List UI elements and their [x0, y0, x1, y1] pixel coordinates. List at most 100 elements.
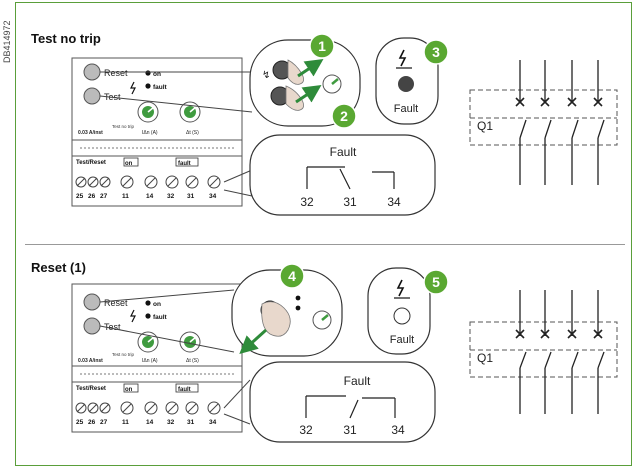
on-led — [295, 295, 301, 301]
contact-terminal-34: 34 — [387, 195, 401, 209]
finger-icon — [285, 85, 304, 111]
terminal-11: 11 — [122, 419, 129, 426]
terminal-group-on: on — [125, 387, 133, 393]
callout-line — [99, 325, 235, 353]
fault-led-label: fault — [153, 314, 168, 321]
fault-indicator: Fault — [375, 37, 439, 125]
step-2-text: 2 — [340, 108, 348, 124]
fault-led — [145, 313, 151, 319]
contact-terminal-31: 31 — [343, 423, 357, 437]
reset-label: Reset — [104, 68, 128, 78]
breaker-label: Q1 — [477, 351, 493, 365]
section-test-no-trip: Reset Test on fault Test no trip 0.03 A/… — [71, 33, 618, 216]
callout-line — [223, 169, 253, 183]
test-button[interactable] — [83, 87, 101, 105]
fault-lamp-lit — [398, 76, 414, 92]
step-badge-2: 2 — [331, 103, 357, 129]
idn-label: IΔn (A) — [142, 130, 158, 136]
reset-button[interactable] — [83, 293, 101, 311]
finger-icon — [287, 59, 304, 85]
contact-title: Fault — [330, 145, 357, 159]
device-module: Reset Test on fault Test no trip 0.03 A/… — [71, 283, 243, 433]
test-no-trip-label: Test no trip — [112, 124, 135, 129]
step-badge-4: 4 — [279, 263, 305, 289]
on-led-label: on — [153, 71, 161, 78]
fault-led — [145, 83, 151, 89]
terminal-27: 27 — [100, 193, 108, 200]
step-badge-3: 3 — [423, 39, 449, 65]
on-led-label: on — [153, 301, 161, 308]
callout-line — [223, 413, 251, 425]
contact-title: Fault — [344, 374, 371, 388]
step-badge-1: 1 — [309, 33, 335, 59]
on-led — [145, 300, 151, 306]
terminal-11: 11 — [122, 193, 129, 200]
terminal-32: 32 — [167, 419, 175, 426]
contact-blade — [349, 399, 359, 419]
lightning-icon — [396, 279, 405, 297]
terminal-group-on: on — [125, 161, 133, 167]
sensitivity-label: 0.03 A/inst — [78, 358, 103, 364]
terminal-34: 34 — [209, 419, 217, 426]
lightning-icon: ↯ — [262, 70, 270, 81]
finger-icon — [261, 301, 291, 337]
contact-terminal-31: 31 — [343, 195, 357, 209]
figure-frame — [15, 2, 632, 466]
terminal-14: 14 — [146, 193, 154, 200]
zoom-buttons-view: ↯ — [249, 39, 361, 127]
dt-label: Δt (S) — [186, 358, 199, 364]
fault-lamp-off — [393, 307, 411, 325]
lightning-icon — [398, 49, 407, 67]
terminal-25: 25 — [76, 419, 84, 426]
terminal-34: 34 — [209, 193, 217, 200]
press-arrow — [297, 59, 324, 78]
section-title-reset: Reset (1) — [31, 260, 86, 275]
test-button[interactable] — [83, 317, 101, 335]
lightning-icon — [130, 309, 136, 323]
terminal-25: 25 — [76, 193, 84, 200]
lightning-icon — [130, 81, 136, 95]
fault-indicator: Fault — [367, 267, 431, 355]
contact-blade — [339, 168, 351, 190]
terminal-screws — [75, 175, 221, 189]
section-reset: Reset Test on fault Test no trip 0.03 A/… — [71, 263, 618, 443]
step-3-text: 3 — [432, 44, 440, 60]
contact-terminal-32: 32 — [299, 423, 313, 437]
terminal-27: 27 — [100, 419, 108, 426]
section-title-test-no-trip: Test no trip — [31, 31, 101, 46]
breaker-label: Q1 — [477, 119, 493, 133]
callout-line — [223, 189, 253, 197]
contact-terminal-34: 34 — [391, 423, 405, 437]
terminal-group-fault: fault — [178, 161, 191, 167]
terminal-26: 26 — [88, 419, 96, 426]
section-separator — [25, 244, 625, 245]
terminal-32: 32 — [167, 193, 175, 200]
on-led — [145, 70, 151, 76]
breaker-q1: Q1 — [469, 290, 618, 414]
press-arrow — [295, 85, 322, 104]
step-badge-5: 5 — [423, 269, 449, 295]
terminal-group-fault: fault — [178, 387, 191, 393]
fault-contact-diagram: Fault 32 31 34 — [249, 361, 436, 443]
reset-button[interactable] — [83, 63, 101, 81]
callout-line — [99, 289, 235, 303]
terminal-31: 31 — [187, 419, 195, 426]
terminal-14: 14 — [146, 419, 154, 426]
fault-led-label: fault — [153, 84, 168, 91]
fault-indicator-label: Fault — [394, 103, 418, 115]
test-label: Test — [104, 322, 121, 332]
fault-indicator-label: Fault — [390, 334, 414, 346]
fault-led — [295, 305, 301, 311]
terminals-header: Test/Reset — [76, 386, 106, 392]
terminal-26: 26 — [88, 193, 96, 200]
device-module: Reset Test on fault Test no trip 0.03 A/… — [71, 57, 243, 207]
step-5-text: 5 — [432, 274, 440, 290]
idn-label: IΔn (A) — [142, 358, 158, 364]
sensitivity-label: 0.03 A/inst — [78, 130, 103, 136]
callout-line — [99, 95, 253, 113]
press-arrow — [239, 328, 268, 355]
step-4-text: 4 — [288, 268, 296, 284]
terminal-screws — [75, 401, 221, 415]
terminals-header: Test/Reset — [76, 160, 106, 166]
